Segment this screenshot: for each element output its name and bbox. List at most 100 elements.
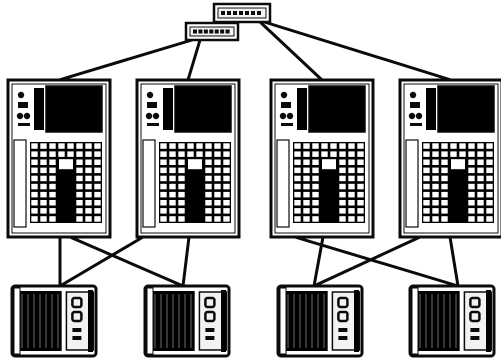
server-2-drive-slot bbox=[169, 200, 176, 206]
server-2-slot-center bbox=[188, 159, 202, 170]
server-4-led bbox=[408, 112, 416, 120]
server-2-drive-slot bbox=[160, 183, 167, 190]
server-2-drive-slot bbox=[223, 175, 230, 182]
server-1-side-rail bbox=[13, 139, 27, 228]
server-4-drive-slot bbox=[477, 200, 484, 206]
server-3-display-edge bbox=[297, 88, 307, 130]
server-3-switch bbox=[281, 123, 293, 126]
server-4-drive-slot bbox=[441, 216, 448, 222]
server-3-drive-slot bbox=[312, 159, 319, 165]
server-3-drive-slot bbox=[357, 151, 364, 157]
server-3-drive-slot bbox=[312, 183, 319, 190]
server-4-drive-slot bbox=[477, 216, 484, 222]
server-1-drive-slot bbox=[94, 191, 101, 198]
server-1-drive-slot bbox=[76, 208, 83, 214]
server-3-drive-slot bbox=[294, 159, 301, 165]
storage-4-indicator bbox=[469, 296, 481, 309]
server-1-drive-slot bbox=[40, 216, 47, 222]
server-2-drive-slot bbox=[178, 208, 185, 214]
link-server-3-storage-4 bbox=[293, 235, 460, 288]
core-switch-port bbox=[227, 11, 231, 15]
server-3-drive-slot bbox=[357, 159, 364, 165]
server-1-drive-slot bbox=[40, 191, 47, 198]
core-switch-port bbox=[245, 11, 249, 15]
link-edge-switch-server-2 bbox=[186, 38, 202, 82]
server-2-drive-slot bbox=[178, 143, 185, 149]
server-1-drive-slot bbox=[31, 151, 38, 157]
server-3-drive-slot bbox=[339, 175, 346, 182]
storage-3-door-edge bbox=[279, 287, 287, 355]
server-1-drive-slot bbox=[31, 167, 38, 174]
server-3-drive-slot bbox=[312, 191, 319, 198]
server-1-led bbox=[17, 91, 25, 99]
server-1-led bbox=[23, 112, 31, 120]
server-4-drive-slot bbox=[468, 143, 475, 149]
server-4-drive-slot bbox=[468, 191, 475, 198]
server-2-drive-slot bbox=[178, 191, 185, 198]
server-4-drive-slot bbox=[486, 167, 493, 174]
server-3 bbox=[269, 78, 375, 239]
server-3-drive-slot bbox=[303, 143, 310, 149]
server-1-drive-slot bbox=[49, 143, 56, 149]
server-1-drive-slot bbox=[85, 159, 92, 165]
server-3-led bbox=[280, 91, 288, 99]
server-4-drive-slot bbox=[468, 208, 475, 214]
server-3-drive-slot bbox=[303, 216, 310, 222]
server-3-drive-slot bbox=[303, 159, 310, 165]
server-1-drive-slot bbox=[85, 151, 92, 157]
server-1-drive-slot bbox=[76, 200, 83, 206]
server-1-drive-slot bbox=[85, 208, 92, 214]
server-4-drive-slot bbox=[432, 208, 439, 214]
server-1-bezel bbox=[11, 83, 107, 234]
server-1-drive-slot bbox=[76, 216, 83, 222]
edge-switch-port bbox=[203, 29, 208, 34]
storage-3 bbox=[276, 284, 364, 358]
core-switch-port bbox=[257, 11, 261, 15]
server-3-drive-slot bbox=[348, 159, 355, 165]
storage-1-indicator bbox=[71, 296, 83, 309]
storage-4-door-edge bbox=[411, 287, 419, 355]
server-3-drive-slot bbox=[294, 200, 301, 206]
storage-1-indicator bbox=[72, 328, 82, 332]
server-3-drive-slot bbox=[330, 151, 337, 157]
server-2-drive-slot bbox=[160, 216, 167, 222]
server-2-drive-slot bbox=[223, 167, 230, 174]
server-4-drive-slot bbox=[468, 175, 475, 182]
server-1-switch bbox=[18, 102, 28, 108]
server-3-drive-slot bbox=[348, 151, 355, 157]
server-3-side-rail bbox=[276, 139, 290, 228]
server-2-drive-slot bbox=[169, 167, 176, 174]
server-4-drive-slot bbox=[477, 159, 484, 165]
storage-3-indicator bbox=[338, 328, 348, 332]
edge-switch-port bbox=[193, 29, 197, 34]
server-1-drive-slot bbox=[76, 151, 83, 157]
server-3-drive-slot bbox=[357, 143, 364, 149]
server-1-drive-slot bbox=[40, 200, 47, 206]
server-1-drive-slot bbox=[85, 200, 92, 206]
server-2-drive-slot bbox=[205, 216, 212, 222]
core-switch-port bbox=[221, 11, 225, 15]
server-2-drive-slot bbox=[214, 200, 221, 206]
server-2-drive-slot bbox=[178, 216, 185, 222]
edge-switch bbox=[184, 21, 240, 42]
server-3-drive-slot bbox=[348, 208, 355, 214]
server-1-drive-slot bbox=[40, 183, 47, 190]
server-1-drive-slot bbox=[76, 183, 83, 190]
server-3-drive-slot bbox=[303, 191, 310, 198]
server-4-drive-slot bbox=[468, 167, 475, 174]
server-4-drive-slot bbox=[477, 143, 484, 149]
server-2-drive-slot bbox=[205, 191, 212, 198]
server-4-drive-slot bbox=[459, 151, 466, 157]
server-2-drive-slot bbox=[214, 151, 221, 157]
server-4-drive-slot bbox=[423, 200, 430, 206]
storage-2-indicator bbox=[205, 336, 215, 340]
links-layer bbox=[57, 18, 460, 288]
link-edge-switch-server-1 bbox=[57, 38, 194, 82]
core-switch-port bbox=[251, 11, 255, 15]
server-1-drive-slot bbox=[94, 175, 101, 182]
server-2-switch bbox=[147, 102, 157, 108]
server-2-drive-slot bbox=[169, 175, 176, 182]
server-4-drive-slot bbox=[423, 143, 430, 149]
server-4-drive-slot bbox=[477, 208, 484, 214]
server-1-drive-slot bbox=[49, 159, 56, 165]
